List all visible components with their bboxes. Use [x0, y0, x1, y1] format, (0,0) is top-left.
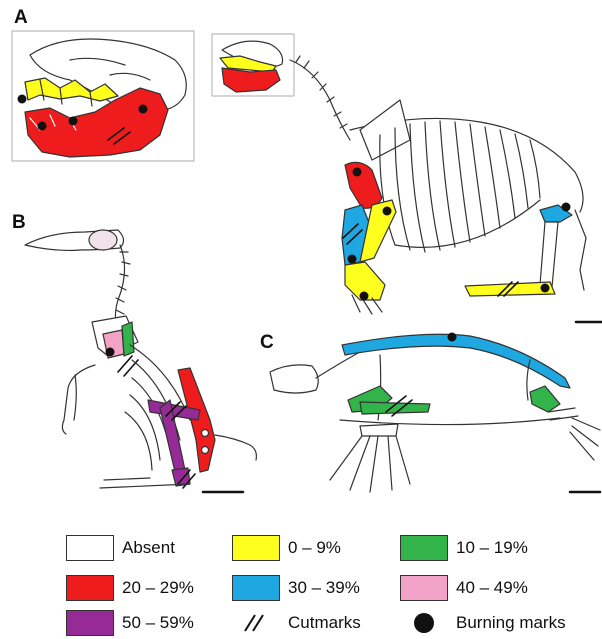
burning-mark [106, 348, 115, 357]
penguin-wing-bone [74, 375, 76, 420]
penguin-wing [62, 365, 95, 434]
burning-mark [541, 284, 550, 293]
seal-c-hind-digits [570, 418, 600, 460]
burning-mark [69, 117, 78, 126]
legend-item-30-39: 30 – 39% [232, 573, 360, 603]
legend-item-absent: Absent [66, 533, 175, 563]
penguin-skull [89, 230, 117, 250]
panel-label-c: C [260, 332, 274, 354]
seal-c-neck [316, 352, 360, 378]
penguin-foramen [202, 447, 209, 454]
legend-swatch-blue [232, 575, 280, 601]
burning-mark [360, 292, 369, 301]
panel-label-b: B [12, 212, 26, 234]
burning-mark [38, 122, 47, 131]
legend-swatch-red [66, 575, 114, 601]
seal-c-digits [330, 436, 410, 492]
legend-item-burning: Burning marks [400, 608, 566, 638]
burning-mark [383, 207, 392, 216]
legend-label-10-19: 10 – 19% [456, 538, 528, 558]
legend-label-50-59: 50 – 59% [122, 613, 194, 633]
burning-mark [562, 203, 571, 212]
burning-mark [18, 95, 27, 104]
seal-c-femur-green [530, 386, 560, 412]
legend-swatch-green [400, 535, 448, 561]
legend-item-40-49: 40 – 49% [400, 573, 528, 603]
legend-item-cutmarks: Cutmarks [232, 608, 361, 638]
legend-swatch-purple [66, 610, 114, 636]
double-slash-icon [232, 610, 280, 636]
legend-item-0-9: 0 – 9% [232, 533, 341, 563]
legend-item-20-29: 20 – 29% [66, 573, 194, 603]
legend-label-absent: Absent [122, 538, 175, 558]
seal-tail [575, 210, 586, 290]
legend-label-20-29: 20 – 29% [122, 578, 194, 598]
seal-c-skull [270, 365, 318, 393]
legend-label-cutmarks: Cutmarks [288, 613, 361, 633]
seal-c-belly [340, 418, 560, 425]
legend-label-0-9: 0 – 9% [288, 538, 341, 558]
penguin-scapula-green [122, 322, 134, 356]
skeleton-figure [0, 0, 602, 520]
seal-c-carpals [360, 424, 398, 436]
legend-label-burning: Burning marks [456, 613, 566, 633]
penguin-acetabulum [202, 430, 209, 437]
legend-label-40-49: 40 – 49% [456, 578, 528, 598]
seal-humerus-red [345, 162, 382, 208]
seal-scapula [360, 100, 410, 160]
penguin-tail [215, 435, 256, 460]
legend-label-30-39: 30 – 39% [288, 578, 360, 598]
legend-swatch-absent [66, 535, 114, 561]
seal-c-spine-blue [342, 334, 570, 388]
legend-swatch-yellow [232, 535, 280, 561]
seal-tibia [540, 222, 558, 287]
legend-item-50-59: 50 – 59% [66, 608, 194, 638]
burning-mark [448, 333, 457, 342]
legend-item-10-19: 10 – 19% [400, 533, 528, 563]
black-dot-icon [400, 610, 448, 636]
burning-mark [353, 168, 362, 177]
legend-swatch-pink [400, 575, 448, 601]
panel-label-a: A [14, 7, 28, 29]
burning-mark [348, 255, 357, 264]
cutmark [118, 356, 138, 376]
burning-mark [139, 105, 148, 114]
